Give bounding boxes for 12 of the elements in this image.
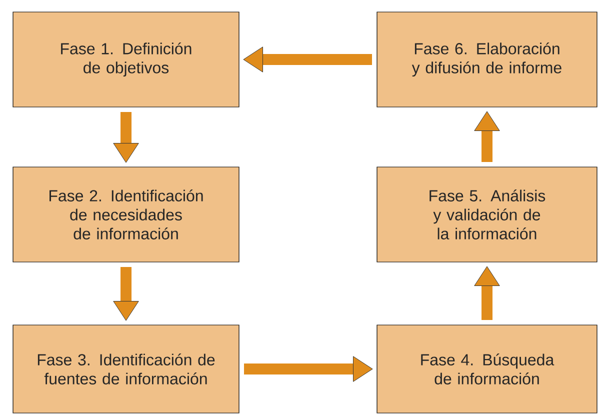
phase-box: Fase 5. Análisis y validación de la información (376, 166, 598, 262)
phase-box: Fase 2. Identificación de necesidades de información (12, 166, 240, 262)
phase-box: Fase 4. Búsqueda de información (376, 324, 598, 414)
phase-box: Fase 3. Identificación de fuentes de información (12, 324, 240, 414)
block-arrow (113, 267, 139, 321)
phase-box: Fase 1. Definición de objetivos (12, 12, 240, 108)
block-arrow (474, 111, 500, 162)
phase-box: Fase 6. Elaboración y difusión de informe (376, 12, 598, 108)
block-arrow (113, 112, 139, 163)
block-arrow (243, 46, 372, 72)
block-arrow (244, 356, 373, 382)
block-arrow (474, 266, 500, 320)
